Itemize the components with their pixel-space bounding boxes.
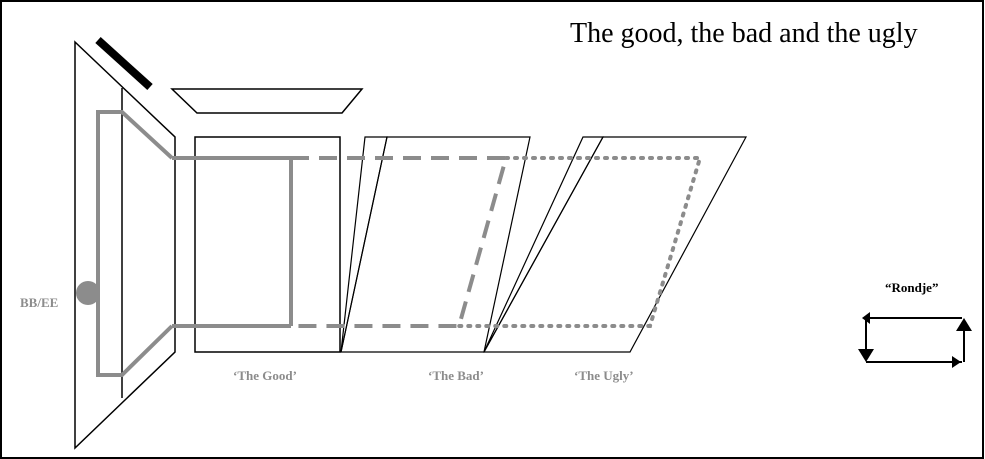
wall-panel xyxy=(74,40,176,450)
bbee-label: BB/EE xyxy=(20,295,58,310)
good-box xyxy=(194,136,341,353)
route-ugly xyxy=(457,156,703,328)
thick-bar xyxy=(95,37,153,90)
rondje-arrowheads xyxy=(858,312,972,368)
ugly-panels xyxy=(482,136,748,353)
rondje-loop-icon xyxy=(865,317,965,363)
route-good xyxy=(96,110,293,377)
top-trapezoid xyxy=(170,88,364,114)
label-good: ‘The Good’ xyxy=(233,368,297,383)
rondje-label: “Rondje” xyxy=(885,280,938,295)
diagram-title: The good, the bad and the ugly xyxy=(570,18,918,49)
label-ugly: ‘The Ugly’ xyxy=(574,368,634,383)
route-bad xyxy=(291,156,509,328)
label-bad: ‘The Bad’ xyxy=(428,368,484,383)
bbee-marker xyxy=(76,281,100,305)
